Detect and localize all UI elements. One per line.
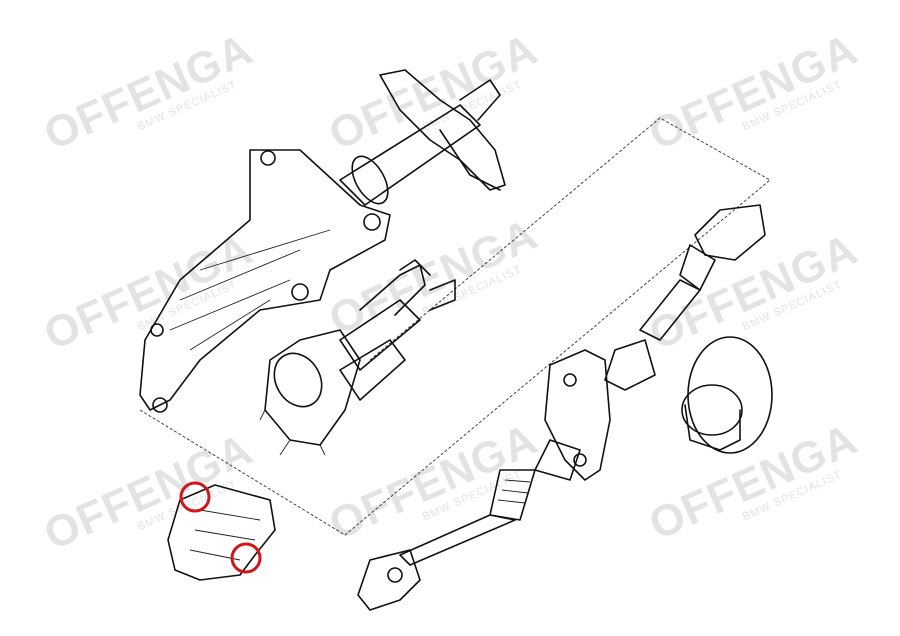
bulkhead-grommet bbox=[681, 336, 773, 454]
highlight-circle-lower-bolt bbox=[230, 542, 262, 574]
column-adjust-motor-assembly bbox=[259, 259, 456, 456]
highlight-circle-upper-bolt bbox=[179, 481, 211, 513]
lower-steering-shaft bbox=[357, 204, 766, 611]
steering-column bbox=[139, 69, 506, 413]
leader-line bbox=[139, 117, 771, 536]
